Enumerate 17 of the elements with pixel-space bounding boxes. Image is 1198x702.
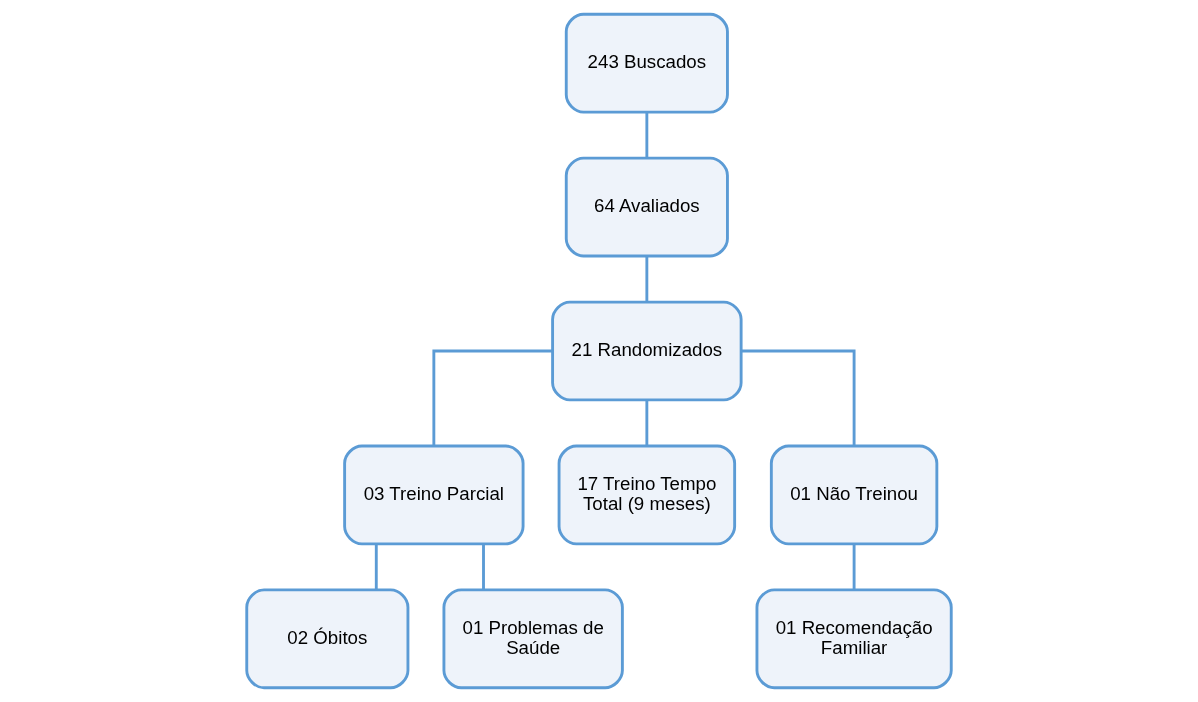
connector xyxy=(432,349,553,446)
connector xyxy=(741,349,856,446)
node-box: 02 Óbitos xyxy=(245,588,410,690)
connector xyxy=(852,544,856,590)
node-box: 01 Problemas de Saúde xyxy=(442,588,624,690)
node-box: 03 Treino Parcial xyxy=(343,444,525,546)
connector xyxy=(374,544,378,590)
node-box: 21 Randomizados xyxy=(551,300,743,402)
connector xyxy=(645,400,649,446)
node-box: 243 Buscados xyxy=(564,12,729,114)
connector xyxy=(482,544,485,590)
node-box: 17 Treino Tempo Total (9 meses) xyxy=(557,444,737,546)
node-box: 64 Avaliados xyxy=(564,156,729,258)
node-box: 01 Recomendação Familiar xyxy=(755,588,953,690)
connector xyxy=(645,256,649,302)
connector xyxy=(645,112,649,158)
node-box: 01 Não Treinou xyxy=(769,444,939,546)
